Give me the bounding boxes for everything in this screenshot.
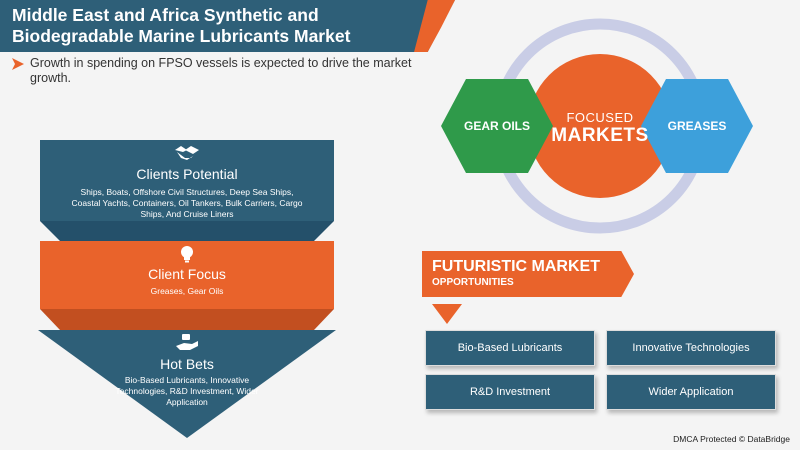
funnel-stage-1-shadow xyxy=(40,221,334,241)
bullet-arrow-icon xyxy=(12,58,24,70)
stage-1-description: Ships, Boats, Offshore Civil Structures,… xyxy=(71,187,303,219)
hand-money-icon xyxy=(176,334,198,350)
futuristic-banner xyxy=(422,251,634,297)
down-arrow-icon xyxy=(432,304,462,324)
hexagon-greases xyxy=(641,79,753,173)
funnel-stage-2-band xyxy=(40,241,334,309)
futuristic-subtitle: OPPORTUNITIES xyxy=(432,277,514,288)
lightbulb-icon xyxy=(181,246,193,263)
title-band xyxy=(0,0,455,52)
page-subtitle: Growth in spending on FPSO vessels is ex… xyxy=(30,56,412,85)
markets-label: MARKETS xyxy=(551,125,649,146)
stage-3-description: Bio-Based Lubricants, Innovative Technol… xyxy=(115,375,259,407)
funnel-stage-1-band xyxy=(40,140,334,221)
opportunity-bio-based-lubricants[interactable]: Bio-Based Lubricants xyxy=(425,330,595,366)
stage-2-description: Greases, Gear Oils xyxy=(150,286,224,296)
hexagon-gear-oils xyxy=(441,79,553,173)
focused-label: FOCUSED xyxy=(566,110,634,125)
futuristic-title: FUTURISTIC MARKET xyxy=(432,258,600,275)
greases-label: GREASES xyxy=(667,119,727,133)
focus-circle xyxy=(528,54,672,198)
opportunity-innovative-technologies[interactable]: Innovative Technologies xyxy=(606,330,776,366)
title-line-2: Biodegradable Marine Lubricants Market xyxy=(12,26,351,46)
handshake-icon xyxy=(175,146,199,160)
stage-1-title: Clients Potential xyxy=(136,166,238,182)
title-line-1: Middle East and Africa Synthetic and xyxy=(12,5,319,25)
page-title: Middle East and Africa Synthetic and Bio… xyxy=(12,5,432,47)
footer-credit: DMCA Protected © DataBridge xyxy=(673,434,790,444)
stage-3-title: Hot Bets xyxy=(160,356,214,372)
stage-2-title: Client Focus xyxy=(148,266,226,282)
opportunity-rd-investment[interactable]: R&D Investment xyxy=(425,374,595,410)
funnel-stage-2-shadow xyxy=(40,309,334,330)
opportunity-wider-application[interactable]: Wider Application xyxy=(606,374,776,410)
gear-oils-label: GEAR OILS xyxy=(463,119,530,133)
funnel-stage-3-triangle xyxy=(38,330,336,438)
